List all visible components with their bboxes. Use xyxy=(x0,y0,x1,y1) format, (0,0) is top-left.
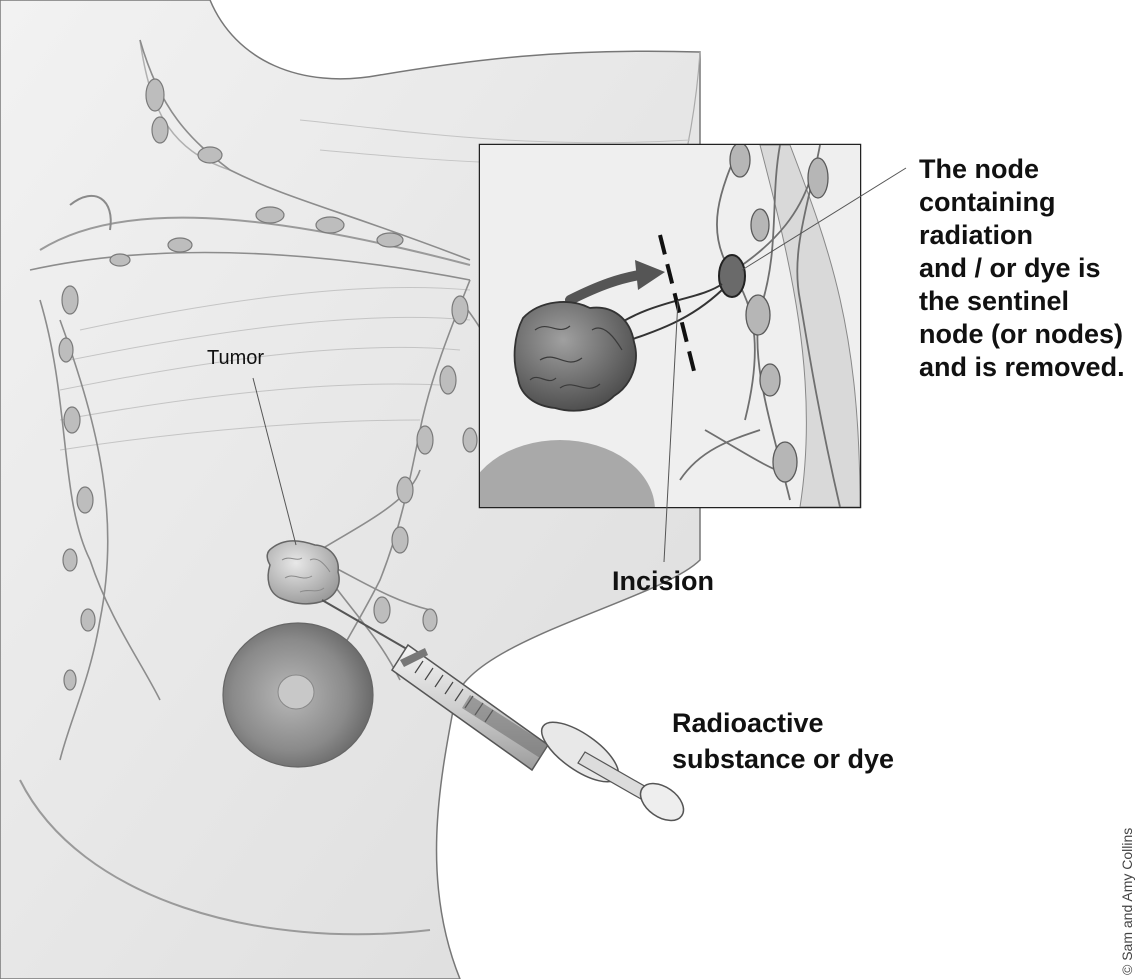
injection-label: Radioactive substance or dye xyxy=(672,708,894,774)
tumor-label: Tumor xyxy=(207,347,264,369)
nipple xyxy=(223,623,373,767)
tumor xyxy=(267,541,339,604)
sentinel-node xyxy=(719,255,745,297)
incision-label: Incision xyxy=(612,566,714,596)
copyright-credit: © Sam and Amy Collins xyxy=(1119,828,1135,975)
sentinel-line-4: and / or dye is xyxy=(919,253,1101,283)
inset-tumor xyxy=(515,302,636,411)
sentinel-line-5: the sentinel xyxy=(919,286,1069,316)
sentinel-line-3: radiation xyxy=(919,220,1033,250)
sentinel-line-7: and is removed. xyxy=(919,352,1125,382)
injection-line-1: Radioactive xyxy=(672,708,824,738)
sentinel-line-1: The node xyxy=(919,154,1039,184)
sentinel-note: The node containing radiation and / or d… xyxy=(919,154,1131,382)
sentinel-line-6: node (or nodes) xyxy=(919,319,1123,349)
injection-line-2: substance or dye xyxy=(672,744,894,774)
sentinel-line-2: containing xyxy=(919,187,1056,217)
